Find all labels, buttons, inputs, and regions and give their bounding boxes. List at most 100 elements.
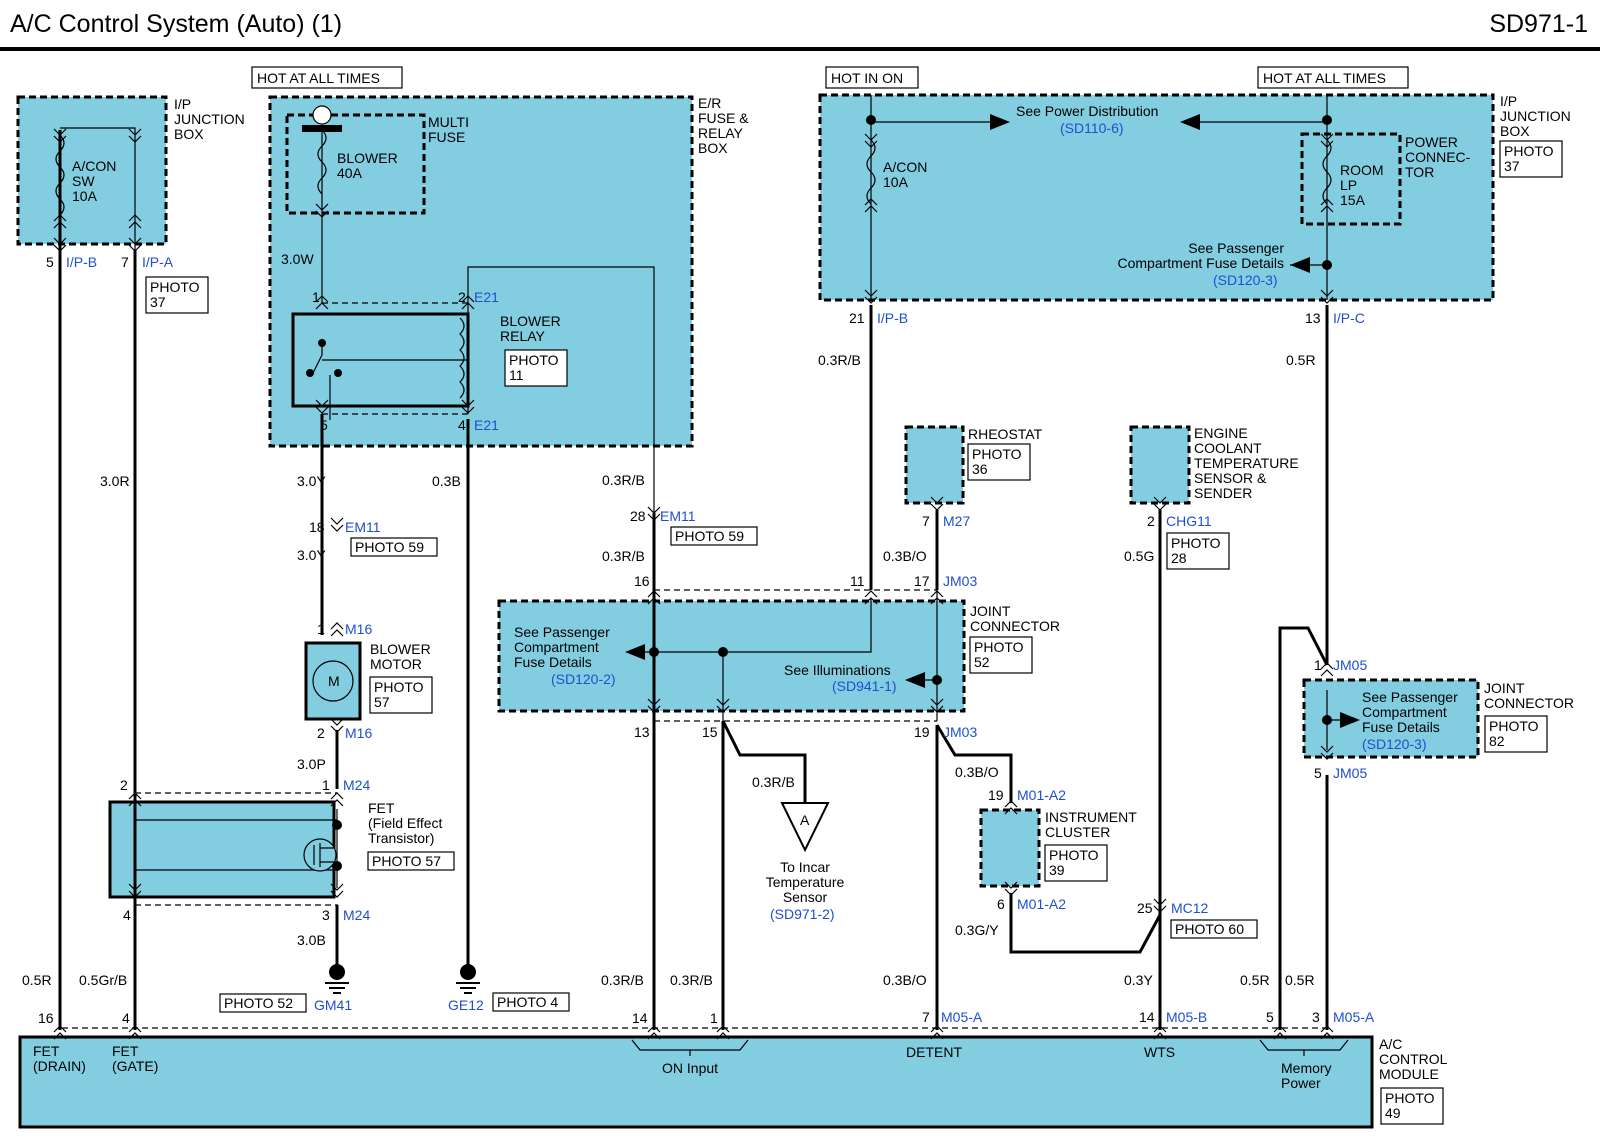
svg-text:5: 5 xyxy=(1314,765,1322,781)
svg-text:0.5R: 0.5R xyxy=(1240,972,1270,988)
page-title: A/C Control System (Auto) (1) xyxy=(10,10,343,38)
ground-icon-ge12 xyxy=(456,964,480,994)
svg-text:0.3B/O: 0.3B/O xyxy=(883,548,927,564)
connector-ids: I/P-B I/P-A E21 E21 I/P-B I/P-C EM11 EM1… xyxy=(66,254,1375,1025)
svg-text:0.3B: 0.3B xyxy=(432,473,461,489)
svg-text:2: 2 xyxy=(120,777,128,793)
svg-text:7: 7 xyxy=(121,254,129,270)
svg-text:(SD120-2): (SD120-2) xyxy=(551,671,616,687)
svg-text:0.3R/B: 0.3R/B xyxy=(818,352,861,368)
svg-text:FET(DRAIN): FET(DRAIN) xyxy=(33,1043,86,1074)
svg-text:14: 14 xyxy=(1139,1009,1155,1025)
svg-text:I/P-A: I/P-A xyxy=(142,254,174,270)
svg-text:GE12: GE12 xyxy=(448,997,484,1013)
joint-connector-mid-box xyxy=(497,599,966,713)
svg-text:M05-A: M05-A xyxy=(1333,1009,1375,1025)
svg-text:13: 13 xyxy=(634,724,650,740)
svg-text:0.3R/B: 0.3R/B xyxy=(601,972,644,988)
svg-text:4: 4 xyxy=(458,417,466,433)
motor-letter: M xyxy=(328,673,340,689)
svg-text:I/P-B: I/P-B xyxy=(66,254,97,270)
svg-text:3.0Y: 3.0Y xyxy=(297,473,326,489)
hot-label-2: HOT IN ON xyxy=(831,70,903,86)
svg-text:3.0B: 3.0B xyxy=(297,932,326,948)
svg-text:5: 5 xyxy=(46,254,54,270)
svg-text:3: 3 xyxy=(322,907,330,923)
instrument-cluster-box xyxy=(979,808,1041,888)
fet-box xyxy=(108,800,336,899)
svg-text:I/P-B: I/P-B xyxy=(877,310,908,326)
svg-text:5: 5 xyxy=(320,417,328,433)
svg-text:ON Input: ON Input xyxy=(662,1060,718,1076)
svg-text:M16: M16 xyxy=(345,621,372,637)
arrows xyxy=(625,114,1360,728)
coolant-sensor-box xyxy=(1129,425,1191,505)
svg-text:RHEOSTAT: RHEOSTAT xyxy=(968,426,1043,442)
svg-text:17: 17 xyxy=(914,573,930,589)
svg-text:(SD120-3): (SD120-3) xyxy=(1362,736,1427,752)
svg-text:PHOTO 52: PHOTO 52 xyxy=(224,995,293,1011)
svg-text:0.5R: 0.5R xyxy=(1286,352,1316,368)
svg-text:M01-A2: M01-A2 xyxy=(1017,896,1066,912)
svg-text:JM03: JM03 xyxy=(943,573,977,589)
joint-connector-right-box xyxy=(1302,678,1480,759)
svg-text:16: 16 xyxy=(38,1010,54,1026)
svg-text:EM11: EM11 xyxy=(345,519,381,535)
svg-text:PHOTO 59: PHOTO 59 xyxy=(355,539,424,555)
svg-text:M05-A: M05-A xyxy=(941,1009,983,1025)
svg-text:0.3R/B: 0.3R/B xyxy=(670,972,713,988)
svg-text:14: 14 xyxy=(632,1010,648,1026)
svg-text:6: 6 xyxy=(997,896,1005,912)
power-connector-box xyxy=(1300,132,1402,226)
svg-text:11: 11 xyxy=(850,573,865,589)
rheostat-box xyxy=(904,425,965,505)
hot-labels: HOT AT ALL TIMES HOT IN ON HOT AT ALL TI… xyxy=(251,66,1409,89)
connector-a-letter: A xyxy=(800,812,810,828)
svg-text:GM41: GM41 xyxy=(314,997,352,1013)
svg-text:21: 21 xyxy=(849,310,865,326)
hot-label-3: HOT AT ALL TIMES xyxy=(1263,70,1386,86)
svg-text:PHOTO 59: PHOTO 59 xyxy=(675,528,744,544)
svg-text:4: 4 xyxy=(122,1010,130,1026)
svg-text:JM03: JM03 xyxy=(943,724,977,740)
svg-text:See Illuminations: See Illuminations xyxy=(784,662,891,678)
svg-text:EM11: EM11 xyxy=(660,508,696,524)
diagram-header: A/C Control System (Auto) (1) SD971-1 xyxy=(0,0,1600,51)
fuse-symbols xyxy=(55,105,1332,399)
svg-text:3.0W: 3.0W xyxy=(281,251,314,267)
svg-text:1: 1 xyxy=(710,1010,718,1026)
svg-text:DETENT: DETENT xyxy=(906,1044,962,1060)
svg-text:18: 18 xyxy=(309,519,325,535)
svg-text:PHOTO 57: PHOTO 57 xyxy=(372,853,441,869)
pin-numbers: 5 7 1 2 5 4 21 13 18 28 1 2 2 1 4 3 7 2 … xyxy=(38,254,1322,1026)
svg-text:CHG11: CHG11 xyxy=(1166,513,1212,529)
svg-text:0.3B/O: 0.3B/O xyxy=(955,764,999,780)
svg-text:0.3R/B: 0.3R/B xyxy=(602,548,645,564)
svg-text:JM05: JM05 xyxy=(1333,657,1367,673)
